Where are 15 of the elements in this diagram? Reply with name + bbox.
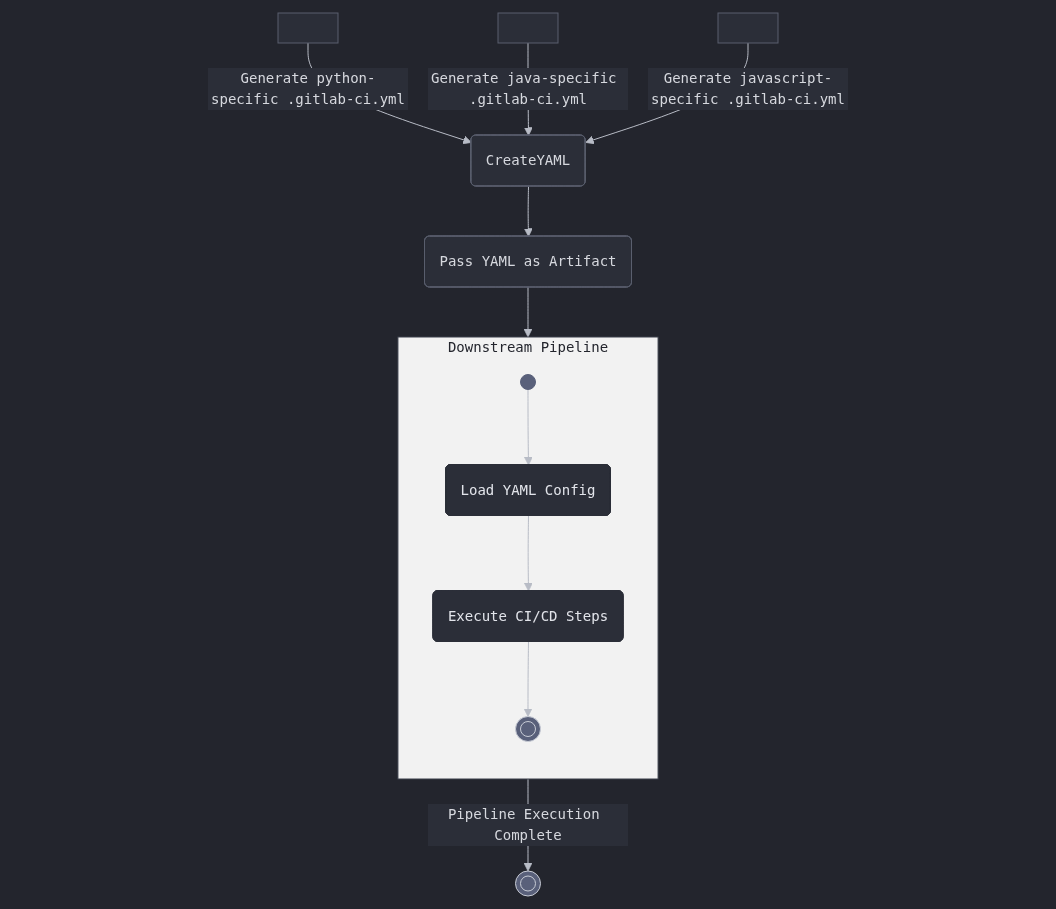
arrow: [523, 286, 533, 338]
node-box: [277, 12, 339, 44]
arrow: [524, 389, 533, 466]
node-circle: [520, 374, 536, 390]
node-circle: [515, 716, 541, 742]
node-circle: [515, 870, 541, 897]
node-box: [717, 12, 779, 44]
edge-label: Generate java-specific .gitlab-ci.yml: [431, 70, 617, 107]
edge-label: Generate python-specific .gitlab-ci.yml: [211, 70, 405, 107]
edge-label: Pipeline Execution Complete: [447, 806, 600, 843]
arrow: [523, 186, 533, 237]
arrow: [524, 515, 533, 592]
edge-label: Generate javascript-specific .gitlab-ci.yml: [651, 70, 845, 107]
node-box: [497, 12, 559, 44]
arrow: [523, 641, 533, 717]
